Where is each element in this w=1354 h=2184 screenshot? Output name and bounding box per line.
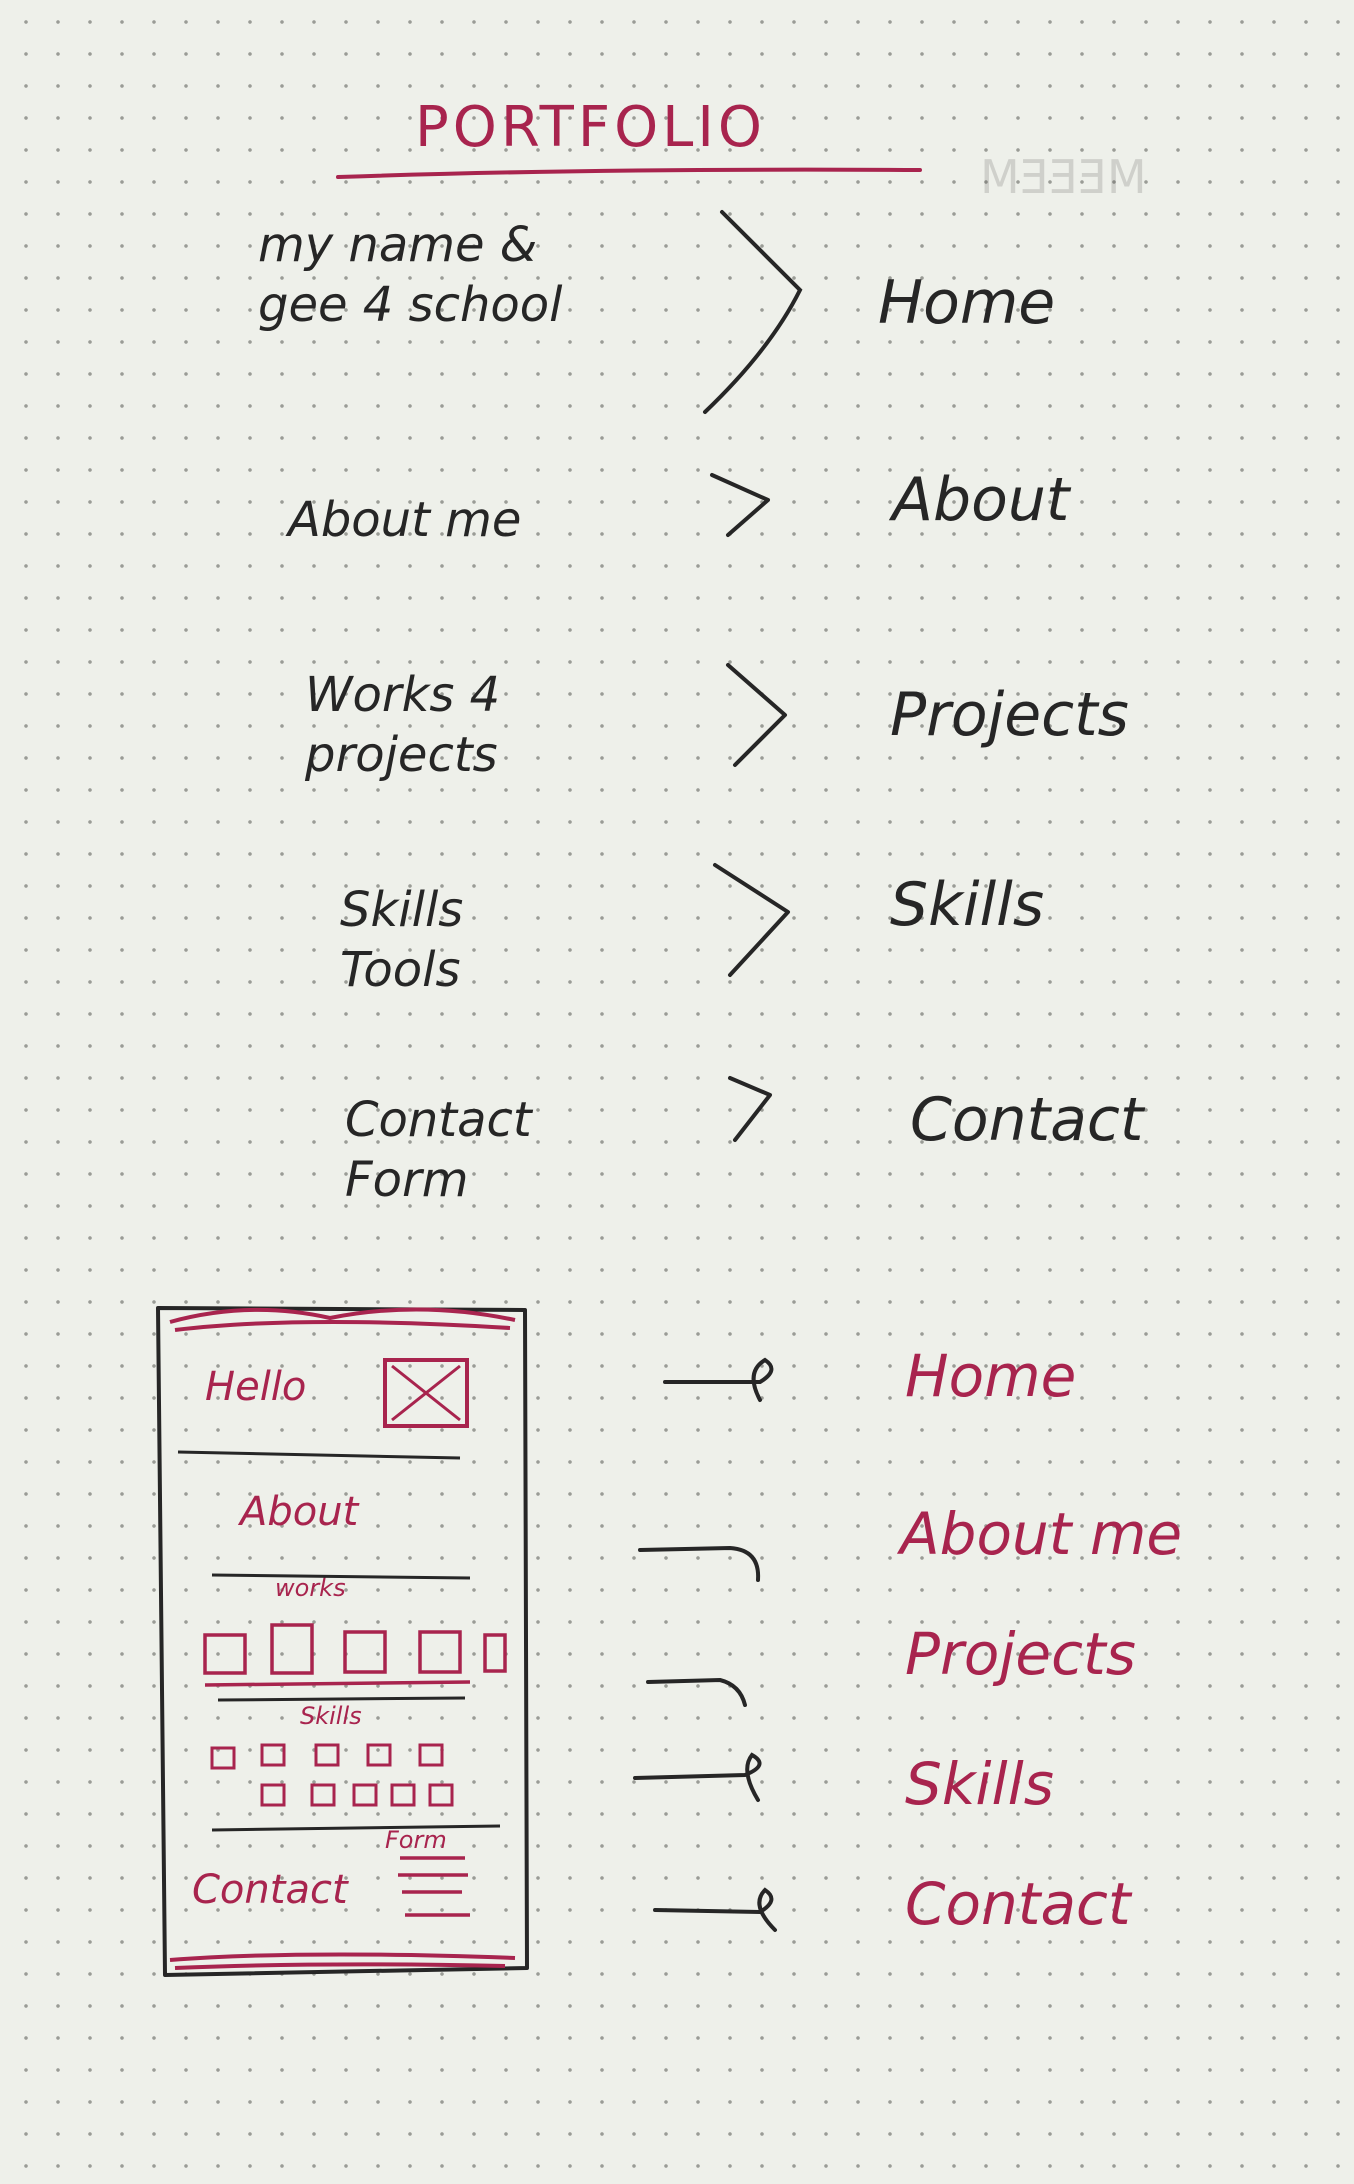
page-title: PORTFOLIO [415, 95, 766, 160]
home-brace [703, 210, 803, 414]
sitemap-left-1: About me [288, 492, 522, 548]
projects-chevron [726, 663, 787, 767]
skills-chevron [713, 863, 790, 977]
project-thumbnails [203, 1623, 507, 1687]
section-projects: Projects [905, 1620, 1136, 1688]
wireframe-hello: Hello [205, 1364, 307, 1410]
sitemap-left-2: Works 4 projects [305, 667, 501, 783]
divider-skills [211, 1824, 501, 1832]
section-skills: Skills [905, 1750, 1054, 1818]
contact-chevron [728, 1076, 772, 1142]
wireframe-skills: Skills [300, 1702, 362, 1730]
about-chevron [710, 473, 770, 537]
sitemap-right-0: Home [878, 268, 1056, 338]
wireframe-frame [156, 1306, 529, 1977]
wireframe-about: About [240, 1489, 359, 1535]
section-about: About me [900, 1500, 1183, 1568]
form-lines [398, 1856, 470, 1917]
sitemap-right-4: Contact [910, 1085, 1144, 1155]
divider-hello [177, 1450, 461, 1460]
divider-about [211, 1573, 471, 1580]
title-underline [336, 167, 922, 179]
sitemap-left-0: my name & gee 4 school [258, 217, 563, 333]
skill-icons [210, 1743, 454, 1807]
wireframe-form: Form [385, 1826, 447, 1854]
wireframe-header-scribble [169, 1307, 516, 1332]
hero-image-placeholder [383, 1358, 469, 1428]
wireframe-works: works [275, 1574, 346, 1602]
section-contact: Contact [905, 1870, 1131, 1938]
sitemap-right-2: Projects [890, 680, 1129, 750]
sitemap-right-1: About [892, 465, 1070, 535]
section-arrows [633, 1357, 777, 1932]
section-home: Home [905, 1342, 1077, 1410]
wireframe-footer-scribble [169, 1952, 516, 1970]
sitemap-left-3: Skills Tools [340, 882, 464, 998]
sitemap-right-3: Skills [890, 870, 1045, 940]
divider-works [217, 1696, 466, 1702]
sitemap-left-4: Contact Form [345, 1092, 532, 1208]
wireframe-contact: Contact [192, 1867, 348, 1913]
